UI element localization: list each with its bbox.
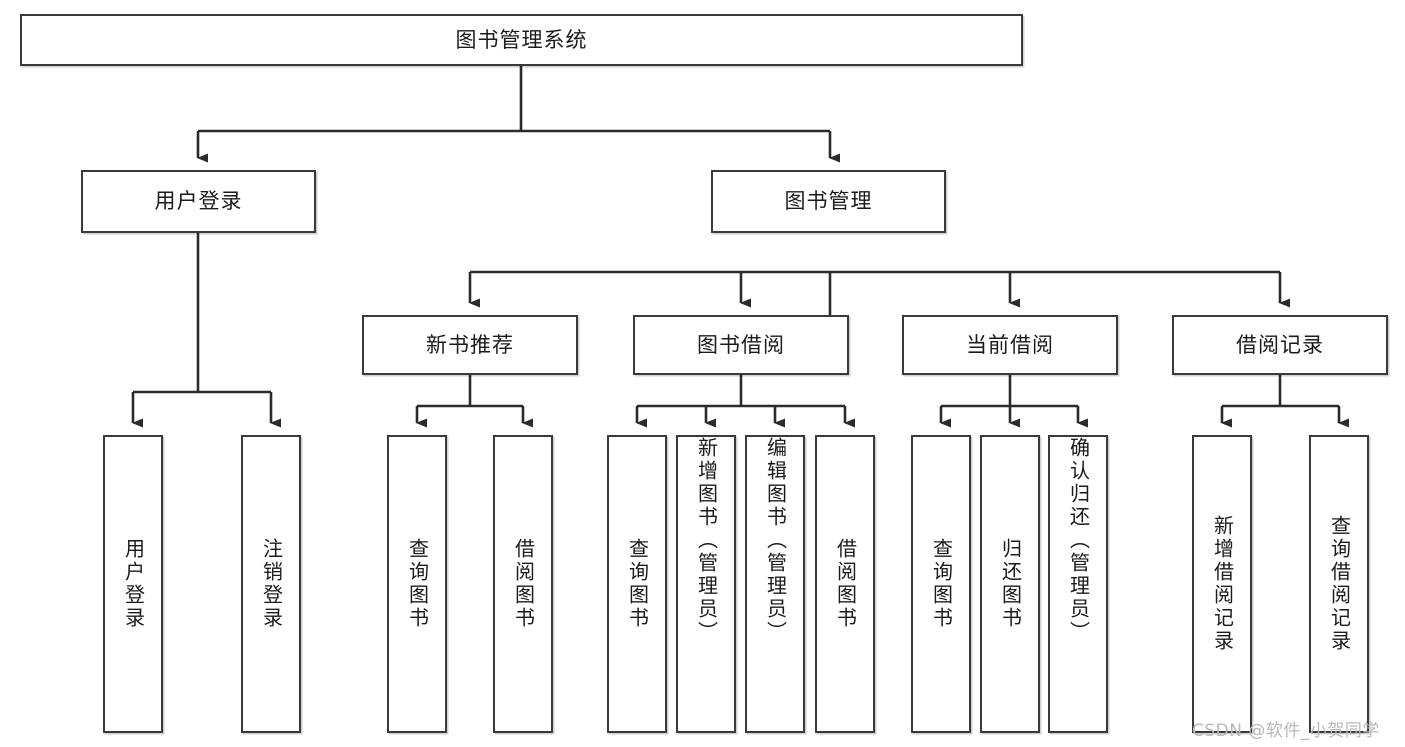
node-borrow-record[interactable]: 借阅记录 bbox=[1172, 315, 1388, 375]
leaf-return-book[interactable]: 归还图书 bbox=[980, 435, 1040, 733]
leaf-query-book-1-label: 查询图书 bbox=[405, 538, 430, 630]
node-current-borrow[interactable]: 当前借阅 bbox=[902, 315, 1118, 375]
leaf-query-book-3[interactable]: 查询图书 bbox=[911, 435, 971, 733]
node-current-borrow-label: 当前借阅 bbox=[966, 332, 1054, 357]
csdn-watermark: CSDN @软件_小贺同学 bbox=[1192, 716, 1380, 741]
leaf-user-login-label: 用户登录 bbox=[121, 538, 146, 630]
leaf-borrow-book-1-label: 借阅图书 bbox=[511, 538, 536, 630]
leaf-query-book-3-label: 查询图书 bbox=[929, 538, 954, 630]
leaf-edit-book[interactable]: 编辑图书（管理员） bbox=[745, 435, 805, 733]
leaf-query-book-1[interactable]: 查询图书 bbox=[387, 435, 447, 733]
leaf-borrow-book-1[interactable]: 借阅图书 bbox=[493, 435, 553, 733]
leaf-logout[interactable]: 注销登录 bbox=[241, 435, 301, 733]
node-user-login-label: 用户登录 bbox=[154, 189, 243, 214]
node-book-borrow-label: 图书借阅 bbox=[697, 332, 785, 357]
leaf-confirm-return[interactable]: 确认归还（管理员） bbox=[1048, 435, 1108, 733]
node-book-borrow[interactable]: 图书借阅 bbox=[633, 315, 849, 375]
leaf-borrow-book-2[interactable]: 借阅图书 bbox=[815, 435, 875, 733]
node-book-manage[interactable]: 图书管理 bbox=[711, 170, 946, 233]
node-user-login[interactable]: 用户登录 bbox=[81, 170, 316, 233]
node-root[interactable]: 图书管理系统 bbox=[20, 14, 1023, 66]
csdn-watermark-text: CSDN @软件_小贺同学 bbox=[1192, 721, 1380, 741]
leaf-logout-label: 注销登录 bbox=[259, 538, 284, 630]
leaf-user-login[interactable]: 用户登录 bbox=[103, 435, 163, 733]
node-new-book-rec-label: 新书推荐 bbox=[426, 332, 514, 357]
leaf-return-book-label: 归还图书 bbox=[998, 538, 1023, 630]
leaf-confirm-return-label: 确认归还（管理员） bbox=[1066, 437, 1091, 644]
leaf-add-record-label: 新增借阅记录 bbox=[1210, 515, 1235, 653]
leaf-query-record-label: 查询借阅记录 bbox=[1327, 515, 1352, 653]
node-new-book-rec[interactable]: 新书推荐 bbox=[362, 315, 578, 375]
leaf-add-record[interactable]: 新增借阅记录 bbox=[1192, 435, 1252, 733]
leaf-query-book-2[interactable]: 查询图书 bbox=[607, 435, 667, 733]
leaf-query-book-2-label: 查询图书 bbox=[625, 538, 650, 630]
node-root-label: 图书管理系统 bbox=[455, 27, 588, 52]
leaf-add-book[interactable]: 新增图书（管理员） bbox=[676, 435, 736, 733]
leaf-add-book-label: 新增图书（管理员） bbox=[694, 437, 719, 644]
node-borrow-record-label: 借阅记录 bbox=[1236, 332, 1324, 357]
leaf-edit-book-label: 编辑图书（管理员） bbox=[763, 437, 788, 644]
leaf-query-record[interactable]: 查询借阅记录 bbox=[1309, 435, 1369, 733]
leaf-borrow-book-2-label: 借阅图书 bbox=[833, 538, 858, 630]
node-book-manage-label: 图书管理 bbox=[784, 189, 873, 214]
